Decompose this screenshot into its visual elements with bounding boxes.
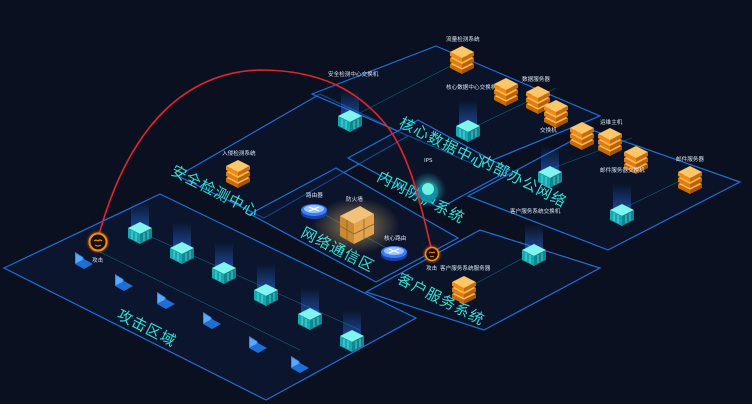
- router-icon: [300, 203, 328, 220]
- core-router-icon: [380, 245, 408, 262]
- office-device-icon: [609, 183, 635, 227]
- attacker-icon: [88, 232, 108, 252]
- mail-switch-device-icon: [537, 145, 563, 189]
- label-data-server: 数据服务器: [522, 75, 550, 83]
- label-ips: IPS: [424, 158, 433, 164]
- label-mail-server: 邮件服务器: [676, 155, 704, 163]
- device-icon: [339, 309, 365, 353]
- attacker-icon: [424, 246, 440, 262]
- sec-switch-device-icon: [337, 89, 363, 133]
- label-ids: 入侵检测系统: [222, 149, 256, 157]
- zone-intranet: [346, 119, 512, 209]
- label-attack-b: 攻击: [426, 264, 438, 272]
- flow-detect-server-icon: [450, 46, 474, 74]
- core-switch-device-icon: [455, 99, 481, 143]
- device-icon: [297, 287, 323, 331]
- label-ops-host: 运维主机: [600, 118, 623, 126]
- device-icon: [253, 263, 279, 307]
- label-switch: 交换机: [540, 126, 557, 134]
- label-cust-server: 客户服务系统服务器: [440, 264, 491, 272]
- label-flow-detect: 流量检测系统: [446, 35, 480, 43]
- label-cust-switch: 客户服务系统交换机: [510, 207, 561, 215]
- cust-switch-device-icon: [521, 223, 547, 267]
- label-sec-switch: 安全检测中心交换机: [328, 70, 379, 78]
- label-router: 路由器: [306, 191, 323, 199]
- attack-arc: [97, 69, 433, 253]
- label-core-router: 核心路由: [384, 234, 406, 242]
- zone-core: [310, 45, 602, 167]
- label-core-switch: 核心数据中心交换机: [446, 83, 497, 91]
- label-attack-a: 攻击: [92, 256, 104, 264]
- label-firewall: 防火墙: [346, 195, 363, 203]
- cust-server-icon: [452, 276, 476, 304]
- device-icon: [211, 241, 237, 285]
- ids-server-icon: [226, 160, 250, 188]
- label-mail-switch: 邮件服务器交换机: [600, 166, 645, 174]
- device-icon: [127, 201, 153, 245]
- device-icon: [169, 221, 195, 265]
- firewall-icon: [339, 206, 375, 244]
